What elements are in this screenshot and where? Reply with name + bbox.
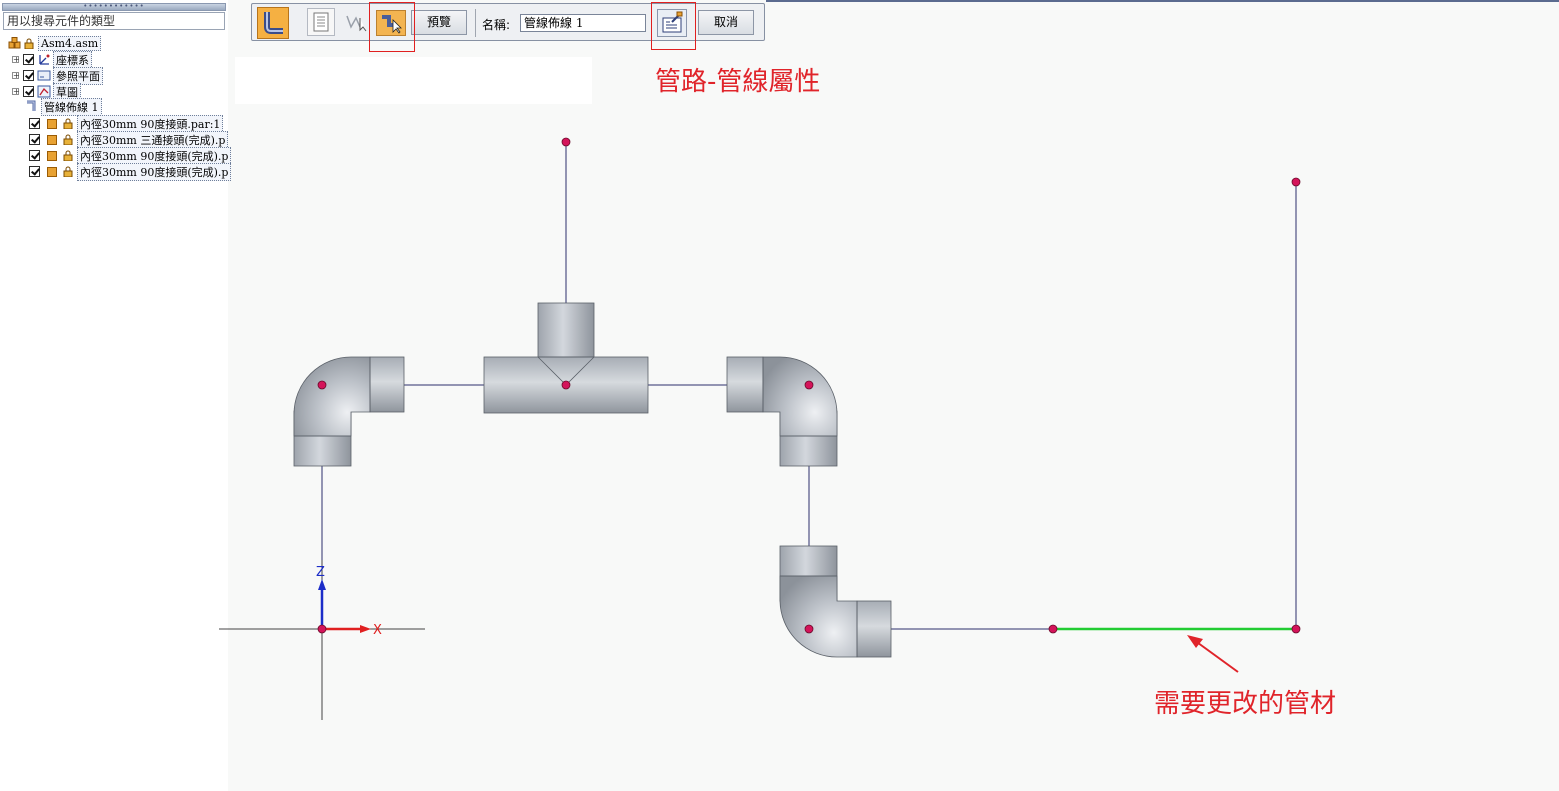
visibility-checkbox[interactable] (29, 134, 40, 145)
tree-item-label: 草圖 (53, 82, 81, 101)
keypoint (317, 624, 327, 634)
sketch-path-icon (346, 15, 367, 32)
list-step-button[interactable] (307, 8, 335, 36)
highlight-pipe-properties (651, 2, 696, 50)
elbow-fitting-3[interactable] (779, 545, 892, 658)
keypoint (561, 137, 571, 147)
annotation-arrow (1187, 635, 1239, 673)
sketch-path-button[interactable] (343, 8, 371, 36)
keypoint (1291, 624, 1301, 634)
keypoint (1291, 177, 1301, 187)
tree-item-assembly[interactable]: Asm4.asm (8, 36, 102, 51)
elbow-fitting-2[interactable] (726, 356, 838, 467)
preview-button[interactable]: 預覽 (411, 10, 467, 35)
lock-icon (63, 150, 73, 162)
keypoint (1048, 624, 1058, 634)
name-label: 名稱: (482, 18, 511, 32)
keypoint (561, 380, 571, 390)
visibility-checkbox[interactable] (29, 166, 40, 177)
properties-icon (662, 11, 683, 33)
lock-icon (24, 38, 34, 50)
blank-area (235, 57, 592, 104)
keypoint (804, 380, 814, 390)
lock-icon (63, 118, 73, 130)
annotation-pipe-properties: 管路-管線屬性 (655, 67, 821, 97)
tee-fitting[interactable] (483, 302, 649, 414)
tree-item-coordinate-system[interactable]: + 座標系 (12, 50, 92, 69)
visibility-checkbox[interactable] (23, 86, 34, 97)
part-icon (47, 134, 57, 145)
annotation-pipe-to-change: 需要更改的管材 (1154, 689, 1337, 719)
expand-icon[interactable]: + (12, 55, 20, 64)
toolbar-separator (475, 9, 476, 37)
sketch-icon (37, 85, 51, 98)
tree-item-label: 內徑30mm 90度接頭(完成).p (77, 162, 232, 181)
select-pipe-icon (382, 15, 402, 34)
visibility-checkbox[interactable] (29, 150, 40, 161)
cancel-button[interactable]: 取消 (698, 10, 754, 35)
origin-axes (219, 560, 425, 720)
tree-item-reference-planes[interactable]: + 參照平面 (12, 66, 103, 85)
visibility-checkbox[interactable] (23, 54, 34, 65)
tree-item-label: 管線佈線 1 (41, 97, 102, 116)
tree-item-part[interactable]: 內徑30mm 90度接頭(完成).p (29, 162, 232, 181)
coordinate-system-icon (37, 53, 51, 66)
select-pipe-button[interactable] (376, 10, 406, 36)
pathfinder-panel: •••••••••••• 用以搜尋元件的類型 Asm4.asm + 座標系 + … (0, 0, 232, 791)
assembly-icon (8, 37, 22, 50)
window-top-border (766, 0, 1559, 2)
highlight-select-pipe (369, 2, 415, 52)
name-input[interactable]: 管線佈線 1 (520, 14, 646, 32)
keypoint (317, 380, 327, 390)
pipe-properties-button[interactable] (657, 9, 687, 37)
panel-grip-handle[interactable]: •••••••••••• (2, 3, 226, 11)
tree-item-sketch[interactable]: + 草圖 (12, 82, 81, 101)
pipe-route-command-bar: 預覽 名稱: 管線佈線 1 取消 (251, 3, 765, 41)
pipe-route-tree-icon (25, 100, 39, 113)
z-axis-label: Z (316, 565, 325, 580)
pipe-route-icon (264, 12, 283, 34)
lock-icon (63, 134, 73, 146)
expand-icon[interactable]: + (12, 87, 20, 96)
keypoint (804, 624, 814, 634)
pipe-route-step-button[interactable] (257, 7, 289, 39)
keypoints[interactable] (317, 137, 1301, 634)
part-icon (47, 150, 57, 161)
list-icon (313, 12, 329, 32)
search-input[interactable]: 用以搜尋元件的類型 (3, 12, 225, 30)
tree-item-label: 參照平面 (53, 66, 103, 85)
lock-icon (63, 166, 73, 178)
x-axis-label: X (373, 623, 382, 638)
tree-item-pipe-route[interactable]: 管線佈線 1 (25, 97, 102, 116)
tree-item-label: Asm4.asm (38, 36, 102, 51)
reference-plane-icon (37, 69, 51, 82)
expand-icon[interactable]: + (12, 71, 20, 80)
visibility-checkbox[interactable] (29, 118, 40, 129)
tree-item-label: 座標系 (53, 50, 92, 69)
part-icon (47, 118, 57, 129)
elbow-fitting-1[interactable] (293, 356, 405, 467)
visibility-checkbox[interactable] (23, 70, 34, 81)
part-icon (47, 166, 57, 177)
